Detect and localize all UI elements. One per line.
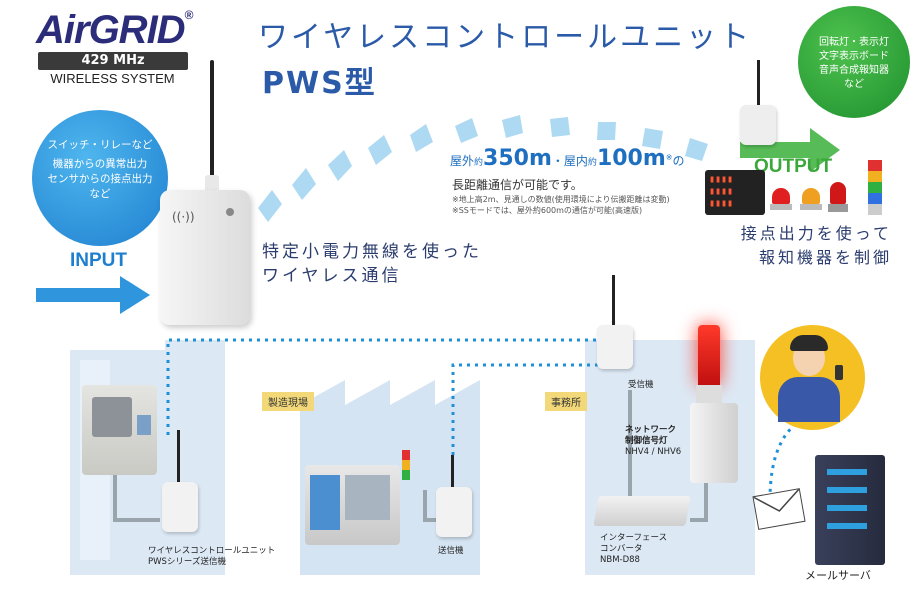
page-title: ワイヤレスコントロールユニット <box>258 20 753 55</box>
network-light-line-2: 制御信号灯 <box>625 436 668 446</box>
frequency-badge: 429 MHz <box>38 52 188 70</box>
transmitter-device-large: ((·)) <box>160 60 255 330</box>
input-arrow <box>36 276 150 314</box>
outdoor-range: 350m <box>483 146 552 171</box>
input-line-3: センサからの接点出力 <box>47 173 153 185</box>
indoor-prefix: 屋内 <box>563 154 588 168</box>
machine-middle-icon <box>305 465 400 545</box>
output-arrow <box>740 128 840 172</box>
interface-converter <box>593 496 691 526</box>
output-desc-line-2: 報知機器を制御 <box>758 248 892 267</box>
converter-line-1: インターフェース <box>600 533 668 543</box>
receiver-device-top <box>740 60 778 145</box>
output-line-4: など <box>844 79 864 90</box>
input-line-4: など <box>89 188 111 200</box>
range-note-1: ※地上高2m、見通しの数値(使用環境により伝搬距離は変動) <box>452 195 670 204</box>
wiring <box>113 390 708 522</box>
network-light-line-3: NHV4 / NHV6 <box>625 447 682 457</box>
receiver-label: 受信機 <box>628 380 654 390</box>
output-description: 接点出力を使って 報知機器を制御 <box>732 222 892 270</box>
network-light-line-1: ネットワーク <box>625 425 677 435</box>
range-note-2: ※SSモードでは、屋外約600mの通信が可能(高速版) <box>452 206 643 215</box>
range-headline: 屋外約350m・屋内約100m※の <box>450 146 685 171</box>
mail-server-label: メールサーバ <box>805 569 871 582</box>
converter-line-2: コンバータ <box>600 544 643 554</box>
output-desc-line-1: 接点出力を使って <box>740 224 892 243</box>
led-display-board: ▮▮▮▮▮▮▮▮▮▮▮▮ <box>705 170 765 215</box>
output-line-1: 回転灯・表示灯 <box>819 37 889 48</box>
area-tag-factory: 製造現場 <box>262 392 314 411</box>
wireless-line-1: 特定小電力無線を使った <box>262 242 482 262</box>
approx-2: 約 <box>587 158 597 168</box>
machine-left-icon <box>82 385 157 475</box>
dotted-links <box>166 338 600 455</box>
wifi-icon: ((·)) <box>172 210 195 224</box>
output-line-2: 文字表示ボード <box>819 51 889 62</box>
registered-mark: ® <box>184 8 194 22</box>
network-signal-light <box>668 325 748 485</box>
transmitter-name-line-1: ワイヤレスコントロールユニット <box>148 546 276 556</box>
rotating-light-amber-icon <box>800 188 822 212</box>
input-label: INPUT <box>70 250 127 271</box>
machine-signal-tower-icon <box>402 450 410 480</box>
input-line-1: スイッチ・リレーなど <box>47 139 153 151</box>
transmitter-left <box>160 430 200 535</box>
input-line-2: 機器からの異常出力 <box>52 158 148 170</box>
range-subtext: 長距離通信が可能です。 <box>452 178 583 192</box>
range-separator: ・ <box>551 154 564 168</box>
status-led-icon <box>226 208 234 216</box>
receiver-device <box>595 275 635 370</box>
range-notes: ※地上高2m、見通しの数値(使用環境により伝搬距離は変動) ※SSモードでは、屋… <box>452 194 670 216</box>
wireless-description: 特定小電力無線を使った ワイヤレス通信 <box>262 240 482 288</box>
mail-server-icon <box>815 455 885 565</box>
wireless-wave-arc <box>258 115 708 222</box>
rotating-light-icon <box>770 188 792 212</box>
person-avatar <box>760 325 865 430</box>
brand-logo: AirGRID® <box>36 8 194 53</box>
signal-tower-icon <box>868 160 882 215</box>
area-tag-office: 事務所 <box>545 392 587 411</box>
wireless-line-2: ワイヤレス通信 <box>262 266 402 286</box>
range-suffix: の <box>672 154 685 168</box>
buzzer-light-icon <box>828 182 848 214</box>
dotted-curve-light-to-person <box>768 413 813 501</box>
system-label: WIRELESS SYSTEM <box>50 71 175 86</box>
brand-name: AirGRID <box>36 8 186 52</box>
mail-envelope-icon <box>752 488 806 530</box>
converter-label: インターフェース コンバータ NBM-D88 <box>600 533 667 566</box>
output-line-3: 音声合成報知器 <box>819 65 889 76</box>
range-asterisk: ※ <box>665 153 673 162</box>
transmitter-middle <box>434 455 474 545</box>
network-light-label: ネットワーク 制御信号灯 NHV4 / NHV6 <box>625 425 681 458</box>
output-description-circle: 回転灯・表示灯 文字表示ボード 音声合成報知器 など <box>798 6 910 118</box>
approx-1: 約 <box>474 158 484 168</box>
transmitter-name-line-2: PWSシリーズ送信機 <box>148 557 227 567</box>
phone-icon <box>835 365 843 380</box>
page-subtitle: PWS型 <box>262 66 377 101</box>
converter-line-3: NBM-D88 <box>600 555 640 565</box>
outdoor-prefix: 屋外 <box>450 154 475 168</box>
transmitter-left-label: ワイヤレスコントロールユニット PWSシリーズ送信機 <box>148 546 275 568</box>
output-label: OUTPUT <box>754 156 833 177</box>
transmitter-middle-label: 送信機 <box>438 546 464 556</box>
indoor-range: 100m <box>596 146 666 171</box>
input-description-circle: スイッチ・リレーなど 機器からの異常出力 センサからの接点出力 など <box>32 110 168 246</box>
